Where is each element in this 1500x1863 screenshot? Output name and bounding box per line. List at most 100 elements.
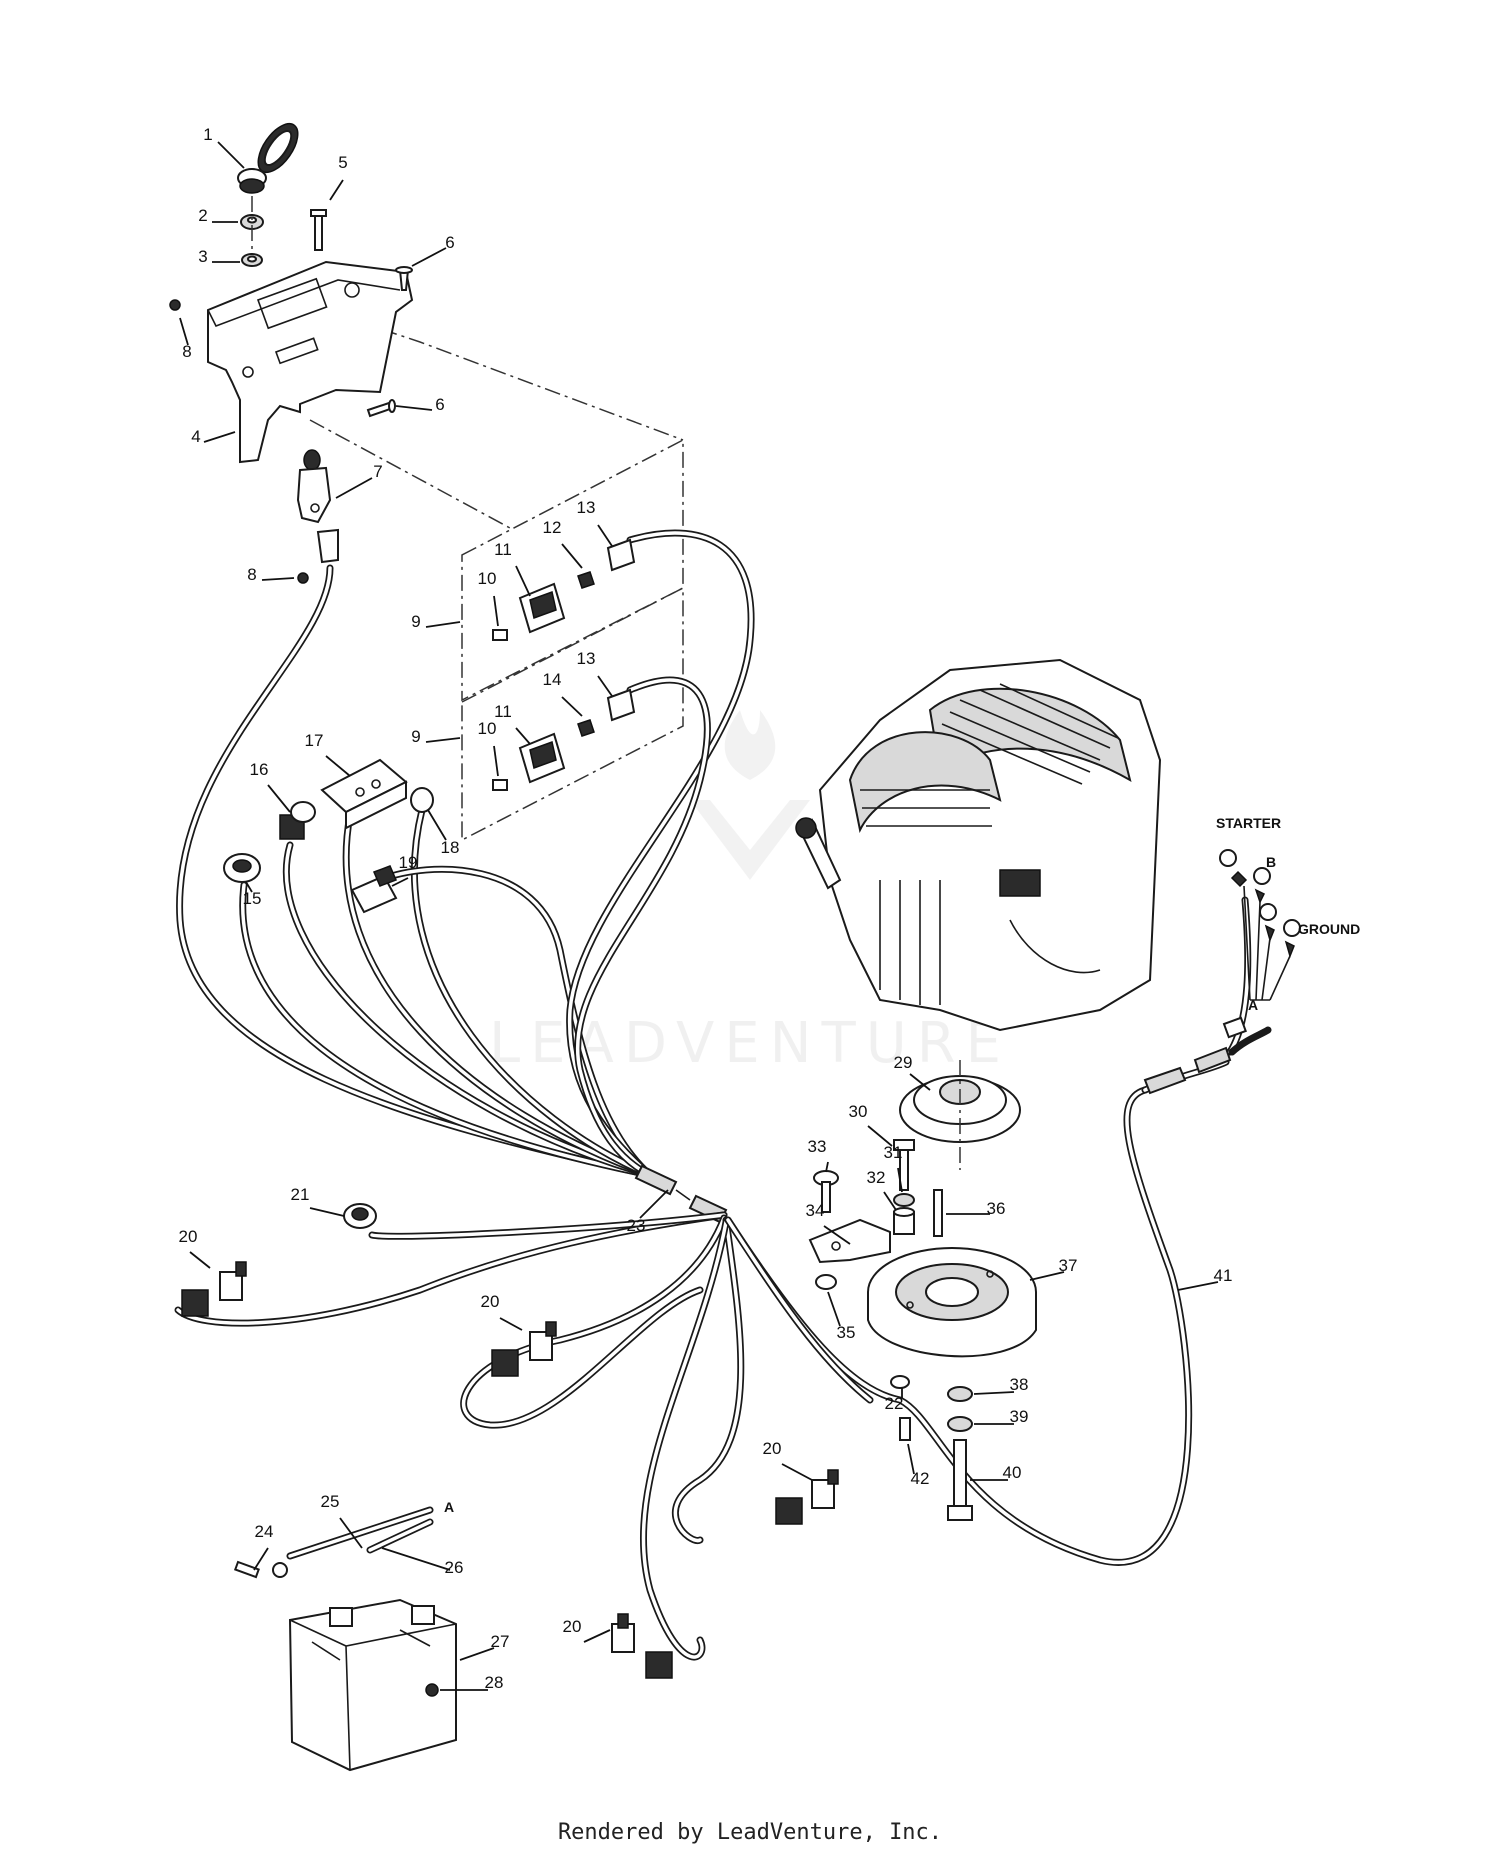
bolt — [310, 209, 327, 251]
battery-cable-negative — [366, 1518, 434, 1554]
callout-40: 40 — [1003, 1463, 1022, 1482]
clutch-bolt-long — [947, 1439, 973, 1521]
flat-washer — [947, 1386, 973, 1402]
toggle-switch — [279, 801, 316, 840]
carriage-bolt — [813, 1170, 839, 1213]
callout-5: 5 — [338, 153, 347, 172]
pto-clutch — [867, 1247, 1037, 1358]
callout-9: 9 — [411, 612, 420, 631]
callout-20: 20 — [179, 1227, 198, 1246]
nut-small-upper — [169, 299, 181, 311]
callout-12: 12 — [543, 518, 562, 537]
callout-8: 8 — [182, 342, 191, 361]
seat-switch — [296, 449, 339, 564]
callout-13: 13 — [577, 498, 596, 517]
callout-11: 11 — [494, 702, 512, 721]
screw-lower — [366, 399, 396, 418]
callout-9: 9 — [411, 727, 420, 746]
terminal-label-a: A — [444, 1499, 454, 1515]
battery-cable-positive — [286, 1506, 434, 1560]
relay-2 — [491, 1321, 557, 1377]
terminal-labels: STARTER B GROUND A A — [444, 815, 1360, 1515]
callout-11: 11 — [494, 540, 512, 559]
terminal-nut — [425, 1683, 439, 1697]
terminal-label-b: B — [1266, 854, 1276, 870]
callout-29: 29 — [894, 1053, 913, 1072]
spacer — [893, 1207, 915, 1235]
callout-18: 18 — [441, 838, 460, 857]
callout-24: 24 — [255, 1522, 274, 1541]
callout-41: 41 — [1214, 1266, 1233, 1285]
hour-meter — [223, 853, 261, 883]
clutch-bolt — [893, 1139, 915, 1191]
wiring-harness — [174, 529, 1272, 1661]
battery — [288, 1598, 457, 1772]
callout-2: 2 — [198, 206, 207, 225]
screw-upper — [395, 266, 413, 291]
callout-1: 1 — [203, 125, 212, 144]
connector-plug — [350, 865, 398, 914]
callout-10: 10 — [478, 719, 497, 738]
connector-assembly-upper — [492, 538, 636, 641]
clutch-bracket — [808, 1218, 891, 1264]
callout-7: 7 — [373, 462, 382, 481]
connector-pin — [899, 1417, 911, 1441]
clutch-nut — [890, 1375, 910, 1389]
footer-credit: Rendered by LeadVenture, Inc. — [557, 1820, 943, 1845]
ignition-key — [237, 122, 299, 194]
relay-1 — [181, 1261, 247, 1317]
callout-20: 20 — [763, 1439, 782, 1458]
callout-35: 35 — [837, 1323, 856, 1342]
callout-17: 17 — [305, 731, 324, 750]
terminal-label-starter: STARTER — [1216, 815, 1281, 831]
callout-22: 22 — [885, 1394, 904, 1413]
nut-small-lower — [297, 572, 309, 584]
relay-3 — [775, 1469, 839, 1525]
callout-42: 42 — [911, 1469, 930, 1488]
callout-19: 19 — [399, 853, 418, 872]
callout-33: 33 — [808, 1137, 827, 1156]
callout-9-lower-box — [461, 586, 684, 842]
terminal-label-ground: GROUND — [1298, 921, 1360, 937]
callout-37: 37 — [1059, 1256, 1078, 1275]
lock-washer-lower — [947, 1416, 973, 1432]
callout-4: 4 — [191, 427, 200, 446]
callout-38: 38 — [1010, 1375, 1029, 1394]
callout-28: 28 — [485, 1673, 504, 1692]
indicator-light — [410, 787, 434, 813]
washer — [241, 253, 263, 267]
connector-assembly-lower — [492, 688, 636, 791]
callout-21: 21 — [291, 1185, 310, 1204]
callout-15: 15 — [243, 889, 262, 908]
terminal-label-a: A — [1248, 997, 1258, 1013]
callout-6: 6 — [435, 395, 444, 414]
control-module — [320, 758, 408, 830]
callout-26: 26 — [445, 1558, 464, 1577]
terminal-bolt — [233, 1560, 288, 1579]
callout-3: 3 — [198, 247, 207, 266]
leader-lines — [179, 141, 1219, 1691]
callout-14: 14 — [543, 670, 562, 689]
callout-numbers: 1234566788991010111112131314151617181920… — [179, 125, 1233, 1692]
callout-31: 31 — [884, 1143, 903, 1162]
engine-pulley — [899, 1060, 1021, 1170]
callout-23: 23 — [627, 1216, 646, 1235]
woodruff-key — [933, 1189, 943, 1237]
callout-30: 30 — [849, 1102, 868, 1121]
callout-10: 10 — [478, 569, 497, 588]
relay-4 — [611, 1613, 673, 1679]
callout-39: 39 — [1010, 1407, 1029, 1426]
callout-16: 16 — [250, 760, 269, 779]
callout-32: 32 — [867, 1168, 886, 1187]
callout-13: 13 — [577, 649, 596, 668]
console-panel — [207, 260, 414, 464]
callout-25: 25 — [321, 1492, 340, 1511]
flange-nut — [815, 1274, 837, 1290]
engine — [795, 658, 1162, 1032]
callout-8: 8 — [247, 565, 256, 584]
callout-36: 36 — [987, 1199, 1006, 1218]
starter-terminals — [1219, 849, 1301, 1039]
callout-34: 34 — [806, 1201, 825, 1220]
ignition-switch — [343, 1203, 377, 1229]
